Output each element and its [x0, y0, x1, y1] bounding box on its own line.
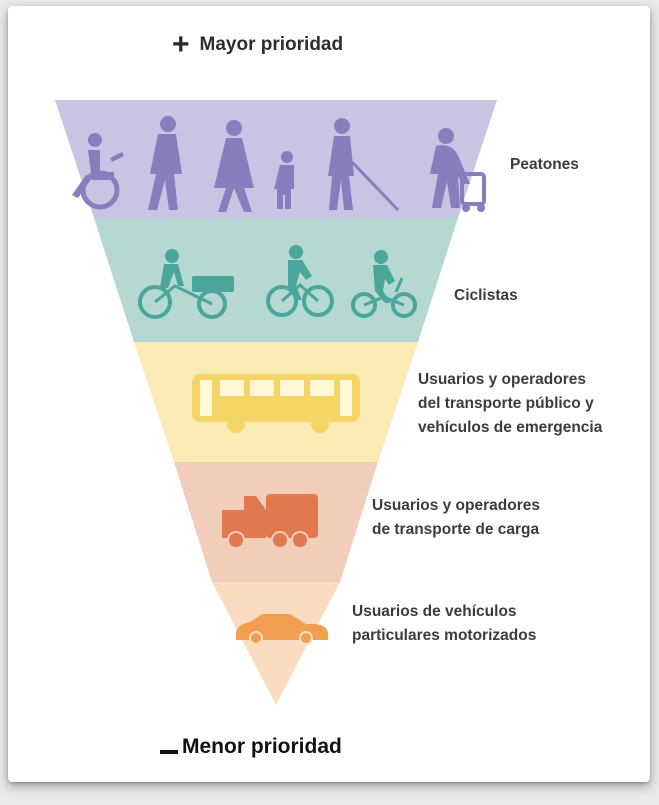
tier-label-transporte-publico: Usuarios y operadores del transporte púb…: [418, 368, 602, 440]
plus-icon: +: [172, 28, 190, 61]
tier-label-transporte-carga: Usuarios y operadores de transporte de c…: [372, 494, 540, 542]
tier-label-vehiculos-particulares: Usuarios de vehículos particulares motor…: [352, 600, 536, 648]
child-icon: [274, 151, 294, 209]
header-mayor-prioridad: + Mayor prioridad: [172, 30, 343, 60]
tier-label-ciclistas: Ciclistas: [454, 284, 518, 308]
tier-band-vehiculos-particulares: [212, 582, 340, 705]
bus-icon: [192, 374, 360, 433]
tier-label-line: particulares motorizados: [352, 627, 537, 644]
minus-icon: [160, 750, 178, 754]
tier-band-ciclistas: [94, 218, 458, 342]
cargo-tricycle-icon: [138, 249, 234, 319]
wheelchair-user-icon: [72, 133, 124, 210]
footer-label: Menor prioridad: [182, 735, 342, 758]
tier-band-peatones: [55, 100, 497, 218]
tier-label-line: de transporte de carga: [372, 521, 540, 538]
ciclistas-icons: [138, 245, 417, 319]
garbage-truck-icon: [222, 494, 318, 549]
tier-label-line: Usuarios de vehículos: [352, 603, 517, 620]
tier-label-peatones: Peatones: [510, 153, 579, 177]
footer-menor-prioridad: Menor prioridad: [160, 732, 342, 762]
tier-label-line: vehículos de emergencia: [418, 419, 603, 436]
car-icon: [236, 614, 328, 645]
tier-label-line: Usuarios y operadores: [418, 371, 586, 388]
folding-bike-cyclist-icon: [351, 250, 417, 318]
tier-label-line: Usuarios y operadores: [372, 497, 540, 514]
header-label: Mayor prioridad: [199, 34, 344, 55]
cyclist-icon: [266, 245, 334, 317]
walking-man-icon: [148, 116, 182, 210]
walking-woman-icon: [214, 120, 254, 212]
peatones-icons: [72, 116, 486, 212]
elderly-walker-icon: [430, 128, 486, 212]
tier-label-line: del transporte público y: [418, 395, 594, 412]
blind-person-cane-icon: [328, 118, 400, 212]
tier-label-line: Ciclistas: [454, 287, 518, 304]
tier-label-line: Peatones: [510, 156, 579, 173]
